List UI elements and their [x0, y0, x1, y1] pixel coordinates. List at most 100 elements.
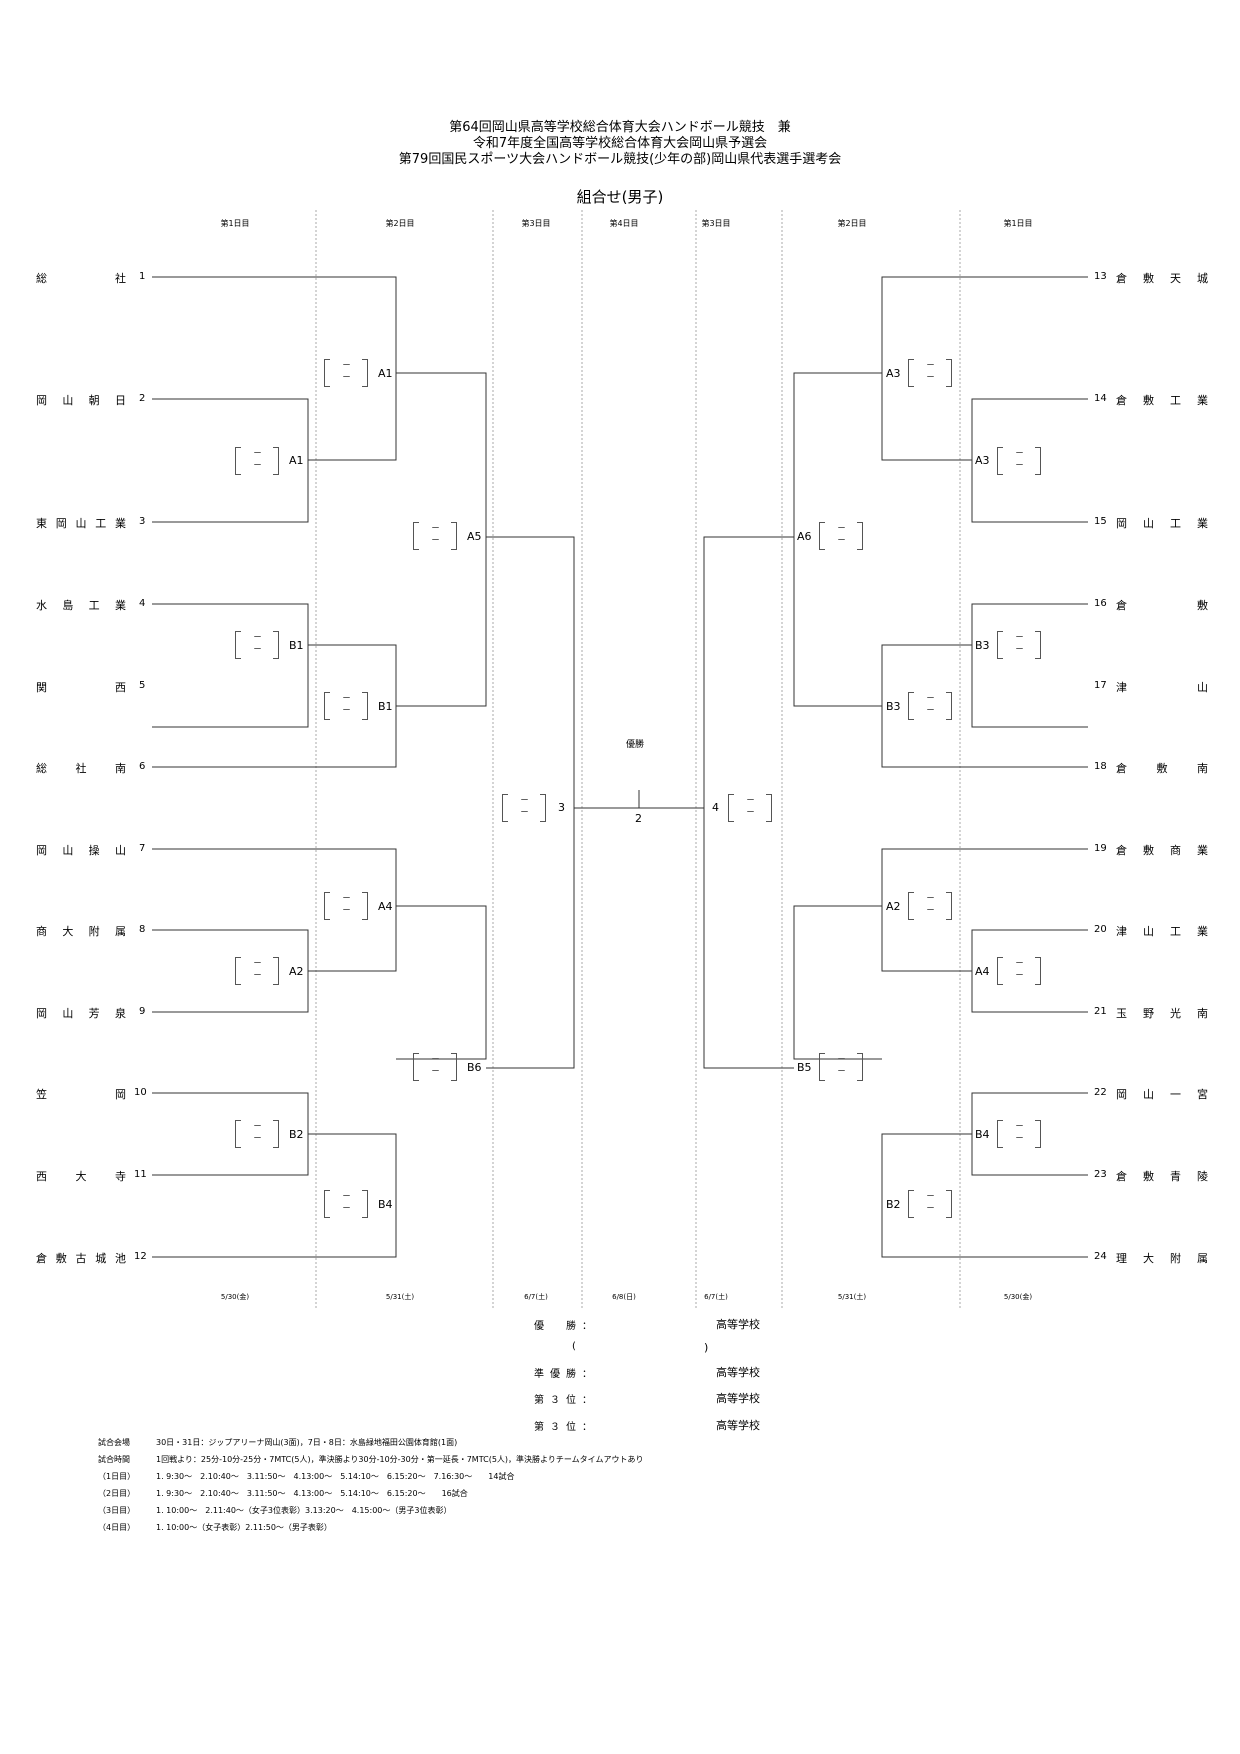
team-right-22: 岡山一宮	[1116, 1088, 1208, 1101]
bracket-paths	[152, 276, 1088, 1258]
match-label: B2	[886, 1198, 901, 1211]
team-right-20: 津山工業	[1116, 925, 1208, 938]
seed-number: 16	[1094, 598, 1107, 609]
match-label: B3	[975, 639, 990, 652]
day-header: 第2日目	[385, 219, 415, 228]
score-box[interactable]: －－	[908, 892, 952, 920]
team-left-10: 笠岡	[36, 1088, 126, 1101]
final-winner-label: 優勝	[626, 740, 645, 750]
team-left-11: 西大寺	[36, 1170, 126, 1183]
score-box[interactable]: －－	[324, 1190, 368, 1218]
team-left-4: 水島工業	[36, 599, 126, 612]
team-left-8: 商大附属	[36, 925, 126, 938]
note-day4: （4日目）1. 10:00～（女子表彰）2.11:50～（男子表彰）	[98, 1523, 332, 1532]
match-label: A1	[289, 454, 304, 467]
team-left-3: 東岡山工業	[36, 517, 126, 530]
match-label: B3	[886, 700, 901, 713]
result-school-third-1: 高等学校	[716, 1392, 760, 1405]
match-label: A4	[975, 965, 990, 978]
date-label: 6/8(日)	[612, 1293, 636, 1301]
score-box[interactable]: －－	[908, 692, 952, 720]
match-label: B1	[289, 639, 304, 652]
result-school-third-2: 高等学校	[716, 1419, 760, 1432]
result-school-runnerup: 高等学校	[716, 1366, 760, 1379]
team-right-19: 倉敷商業	[1116, 844, 1208, 857]
title-line-3: 第79回国民スポーツ大会ハンドボール競技(少年の部)岡山県代表選手選考会	[398, 152, 842, 167]
final-match-label: 2	[635, 812, 642, 825]
score-box[interactable]: －－	[908, 359, 952, 387]
match-label: A2	[289, 965, 304, 978]
score-box[interactable]: －－	[819, 1053, 863, 1081]
score-box[interactable]: －－	[502, 794, 546, 822]
score-box[interactable]: －－	[324, 892, 368, 920]
score-box[interactable]: －－	[235, 631, 279, 659]
seed-number: 22	[1094, 1087, 1107, 1098]
match-label: B1	[378, 700, 393, 713]
day-header: 第1日目	[220, 219, 250, 228]
team-left-9: 岡山芳泉	[36, 1007, 126, 1020]
team-right-17: 津山	[1116, 681, 1208, 694]
date-label: 5/31(土)	[385, 1293, 415, 1301]
score-box[interactable]: －－	[728, 794, 772, 822]
team-right-15: 岡山工業	[1116, 517, 1208, 530]
score-box[interactable]: －－	[413, 1053, 457, 1081]
date-label: 6/7(土)	[704, 1293, 728, 1301]
team-left-6: 総社南	[36, 762, 126, 775]
semifinal-label-left: 3	[558, 801, 565, 814]
team-left-1: 総社	[36, 272, 126, 285]
seed-number: 13	[1094, 271, 1107, 282]
match-label: A1	[378, 367, 393, 380]
score-box[interactable]: －－	[908, 1190, 952, 1218]
score-box[interactable]: －－	[235, 1120, 279, 1148]
seed-number: 15	[1094, 516, 1107, 527]
seed-number: 1	[139, 271, 146, 282]
seed-number: 21	[1094, 1006, 1107, 1017]
date-label: 6/7(土)	[524, 1293, 548, 1301]
match-label: A3	[975, 454, 990, 467]
team-right-23: 倉敷青陵	[1116, 1170, 1208, 1183]
note-day2: （2日目）1. 9:30～ 2.10:40～ 3.11:50～ 4.13:00～…	[98, 1489, 468, 1498]
match-label: B6	[467, 1061, 482, 1074]
page-subtitle: 組合せ(男子)	[576, 188, 664, 206]
score-box[interactable]: －－	[324, 692, 368, 720]
seed-number: 6	[139, 761, 146, 772]
result-label-runnerup: 準優勝：	[534, 1369, 598, 1380]
team-right-16: 倉敷	[1116, 599, 1208, 612]
day-header: 第4日目	[609, 219, 639, 228]
seed-number: 4	[139, 598, 146, 609]
day-header: 第3日目	[701, 219, 731, 228]
result-school-winner: 高等学校	[716, 1318, 760, 1331]
date-label: 5/30(金)	[1003, 1293, 1033, 1301]
day-header: 第1日目	[1003, 219, 1033, 228]
score-box[interactable]: －－	[997, 631, 1041, 659]
score-box[interactable]: －－	[997, 447, 1041, 475]
team-left-2: 岡山朝日	[36, 394, 126, 407]
date-label: 5/31(土)	[837, 1293, 867, 1301]
score-box[interactable]: －－	[235, 957, 279, 985]
seed-number: 18	[1094, 761, 1107, 772]
column-dividers	[315, 210, 961, 1310]
score-box[interactable]: －－	[235, 447, 279, 475]
score-box[interactable]: －－	[997, 1120, 1041, 1148]
note-day3: （3日目）1. 10:00～ 2.11:40～（女子3位表彰）3.13:20～ …	[98, 1506, 452, 1515]
note-day1: （1日目）1. 9:30～ 2.10:40～ 3.11:50～ 4.13:00～…	[98, 1472, 515, 1481]
score-box[interactable]: －－	[324, 359, 368, 387]
seed-number: 5	[139, 680, 146, 691]
title-line-2: 令和7年度全国高等学校総合体育大会岡山県予選会	[472, 136, 768, 151]
score-box[interactable]: －－	[997, 957, 1041, 985]
seed-number: 23	[1094, 1169, 1107, 1180]
seed-number: 2	[139, 393, 146, 404]
team-right-21: 玉野光南	[1116, 1007, 1208, 1020]
result-label-third-2: 第３位：	[534, 1422, 598, 1433]
day-header: 第3日目	[521, 219, 551, 228]
score-box[interactable]: －－	[413, 522, 457, 550]
team-right-13: 倉敷天城	[1116, 272, 1208, 285]
result-label-third-1: 第３位：	[534, 1395, 598, 1406]
match-label: A3	[886, 367, 901, 380]
score-box[interactable]: －－	[819, 522, 863, 550]
seed-number: 20	[1094, 924, 1107, 935]
